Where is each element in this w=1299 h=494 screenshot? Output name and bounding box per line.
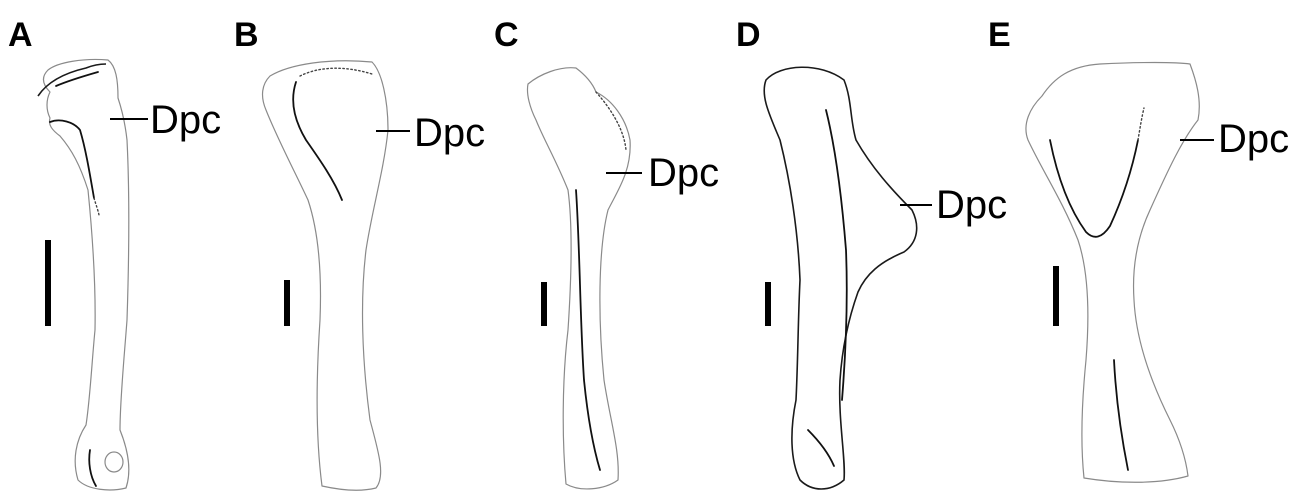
- panel-a: A Dpc: [8, 16, 221, 490]
- panel-b-ridge: [293, 82, 342, 200]
- panel-a-distal-ridge: [89, 450, 96, 486]
- panel-e-dpc-label: Dpc: [1218, 117, 1289, 161]
- panel-a-distal-foramen: [105, 452, 123, 472]
- panel-a-bone-outline: [44, 59, 129, 489]
- panel-e: E Dpc: [988, 16, 1289, 482]
- panel-c-upper-dotted: [596, 92, 626, 150]
- panel-e-ridge-left: [1050, 140, 1138, 237]
- panel-b: B Dpc: [234, 16, 485, 490]
- panel-e-bone-outline: [1026, 63, 1199, 483]
- panel-b-dpc-label: Dpc: [414, 111, 485, 155]
- panel-a-ridge-upper: [56, 72, 98, 86]
- panel-c-shaft-ridge: [576, 190, 600, 470]
- panel-a-letter: A: [8, 16, 33, 54]
- panel-d-bone-outline: [764, 67, 916, 489]
- panel-d: D Dpc: [736, 16, 1007, 489]
- panel-e-letter: E: [988, 16, 1011, 54]
- panel-b-letter: B: [234, 16, 259, 54]
- panel-c-letter: C: [494, 16, 519, 54]
- panel-e-shaft-ridge: [1114, 360, 1128, 470]
- panel-b-bone-outline: [263, 61, 388, 490]
- panel-d-letter: D: [736, 16, 761, 54]
- panel-a-ridge-dotted: [94, 198, 99, 215]
- panel-b-ridge-dotted: [300, 68, 372, 76]
- panel-e-ridge-dotted: [1138, 108, 1144, 140]
- panel-d-ridge: [826, 110, 847, 400]
- panel-d-dpc-label: Dpc: [936, 183, 1007, 227]
- panel-c: C Dpc: [494, 16, 719, 489]
- panel-c-dpc-label: Dpc: [648, 151, 719, 195]
- panel-a-dpc-label: Dpc: [150, 98, 221, 142]
- panel-d-distal-ridge: [808, 430, 834, 466]
- panel-c-bone-outline: [527, 68, 630, 489]
